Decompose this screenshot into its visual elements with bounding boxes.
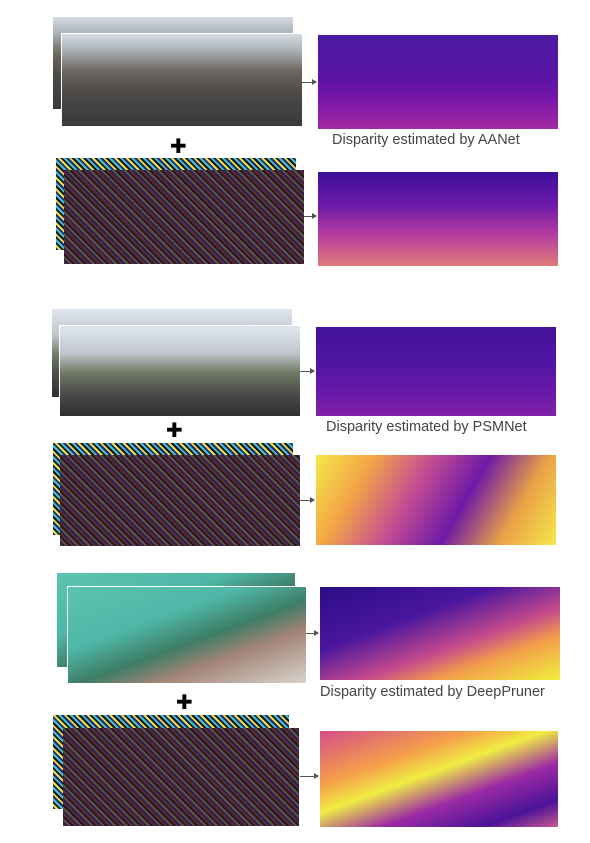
plus-icon: ✚ [176, 690, 193, 714]
arrow [306, 630, 319, 636]
arrow [304, 213, 317, 219]
noise-image-front [63, 728, 299, 826]
plus-icon: ✚ [166, 418, 183, 442]
disparity-map [316, 455, 556, 545]
disparity-map [318, 172, 558, 266]
arrow [300, 497, 315, 503]
disparity-map [316, 327, 556, 416]
noise-image-front [60, 455, 300, 546]
left-image-front [68, 587, 306, 683]
disparity-map [318, 35, 558, 129]
arrow [300, 368, 315, 374]
arrow [300, 773, 319, 779]
caption: Disparity estimated by AANet [332, 132, 520, 148]
caption: Disparity estimated by DeepPruner [320, 684, 545, 700]
disparity-map [320, 731, 558, 827]
left-image-front [62, 34, 302, 126]
disparity-map [320, 587, 560, 680]
left-image-front [60, 326, 300, 416]
noise-image-front [64, 170, 304, 264]
arrow [302, 79, 317, 85]
caption: Disparity estimated by PSMNet [326, 419, 527, 435]
plus-icon: ✚ [170, 134, 187, 158]
